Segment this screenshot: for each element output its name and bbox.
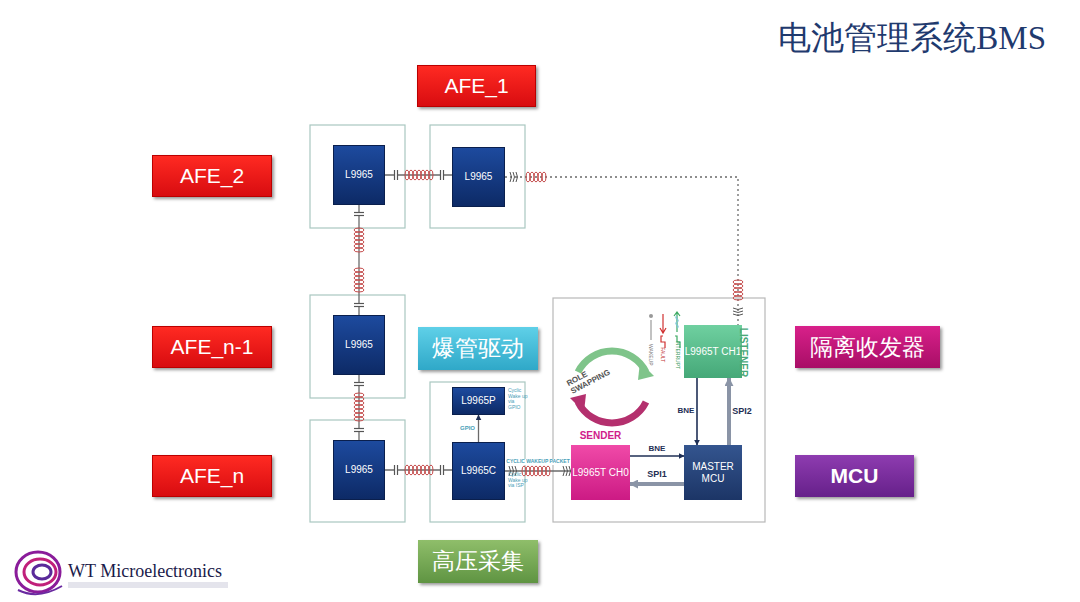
box-label: L9965C xyxy=(461,465,496,477)
ic-chip: L9965C xyxy=(452,442,505,500)
ic-chip: L9965 xyxy=(452,147,505,207)
box-label: AFE_n-1 xyxy=(171,335,254,359)
name-tag: 爆管驱动 xyxy=(418,327,538,370)
capacitor-symbol xyxy=(353,429,365,433)
signal-name: FAULT xyxy=(660,347,666,362)
edge-label: CYCLIC WAKEUP PACKET xyxy=(505,459,570,465)
coil-symbol xyxy=(522,466,550,476)
coil-symbol xyxy=(354,268,364,292)
box-label: 爆管驱动 xyxy=(432,335,524,361)
box-label: 高压采集 xyxy=(432,548,524,574)
edge-label: BNE xyxy=(677,407,696,416)
mcu-chip: MASTER MCU xyxy=(684,445,742,500)
name-tag: AFE_2 xyxy=(152,155,272,197)
company-name: WT Microelectronics xyxy=(68,562,222,582)
connector xyxy=(505,177,738,325)
afe-panel xyxy=(310,420,405,522)
capacitor-symbol xyxy=(353,304,365,308)
page-title: 电池管理系统BMS xyxy=(778,16,1046,61)
signal-name: WAKEUP xyxy=(648,344,654,365)
panel-heading: LISTENER xyxy=(738,327,749,376)
edge-label: GPIO xyxy=(459,425,476,432)
transceiver-panel xyxy=(553,298,765,522)
capacitor-symbol xyxy=(353,213,365,217)
edge-label: SPI2 xyxy=(731,407,753,417)
capacitor-symbol xyxy=(395,464,399,476)
afe-panel xyxy=(310,295,405,398)
afe-panel xyxy=(310,125,405,228)
transceiver-chip: L9965T CH1 xyxy=(684,325,742,378)
edge-label: SPI1 xyxy=(646,470,668,480)
name-tag: MCU xyxy=(795,455,914,497)
box-label: L9965 xyxy=(345,169,373,181)
coil-symbol xyxy=(354,393,364,421)
connector xyxy=(630,482,684,486)
coil-symbol xyxy=(733,280,743,300)
coil-symbol xyxy=(354,228,364,252)
capacitor-symbol xyxy=(395,169,399,181)
box-label: 隔离收发器 xyxy=(810,334,925,360)
transformer-symbol xyxy=(510,172,518,182)
connector xyxy=(358,205,359,315)
capacitor-symbol xyxy=(441,464,445,476)
name-tag: AFE_1 xyxy=(417,65,536,107)
tiny-note: Cyclic Wake up via GPIO xyxy=(508,388,528,410)
name-tag: AFE_n-1 xyxy=(152,326,272,368)
diagram-note: ROLE SWAPPING xyxy=(566,359,615,396)
transformer-symbol xyxy=(563,466,571,476)
tiny-note: Cyclic Wake up via ISP xyxy=(508,472,528,489)
box-label: AFE_n xyxy=(180,464,244,488)
coil-symbol xyxy=(405,170,433,180)
transceiver-chip: SENDERL9965T CH0 xyxy=(571,445,630,500)
coil-symbol xyxy=(405,465,433,475)
box-label: MCU xyxy=(831,464,879,488)
connector xyxy=(478,415,479,442)
connector xyxy=(696,378,698,445)
chip-heading: SENDER xyxy=(561,430,640,442)
name-tag: 高压采集 xyxy=(418,540,538,583)
box-label: L9965 xyxy=(465,171,493,183)
box-label: AFE_1 xyxy=(444,74,508,98)
name-tag: 隔离收发器 xyxy=(795,326,940,368)
ic-chip: L9965 xyxy=(333,440,385,500)
box-label: L9965 xyxy=(345,339,373,351)
coil-symbol xyxy=(526,172,546,182)
box-label: L9965T CH1 xyxy=(685,346,742,358)
connector xyxy=(630,455,684,457)
signal-name: INTERRUPT xyxy=(674,341,680,370)
box-label: AFE_2 xyxy=(180,164,244,188)
transformer-symbol xyxy=(733,308,743,316)
box-label: L9965T CH0 xyxy=(572,467,629,479)
name-tag: AFE_n xyxy=(152,455,272,497)
box-label: MASTER MCU xyxy=(684,461,742,484)
company-logo xyxy=(16,552,228,594)
capacitor-symbol xyxy=(441,169,445,181)
ic-chip: L9965 xyxy=(333,145,385,205)
ic-chip: L9965 xyxy=(333,315,385,375)
capacitor-symbol xyxy=(353,383,365,387)
edge-label: BNE xyxy=(648,445,667,454)
ic-chip: L9965P xyxy=(452,387,505,415)
box-label: L9965 xyxy=(345,464,373,476)
box-label: L9965P xyxy=(461,395,495,407)
